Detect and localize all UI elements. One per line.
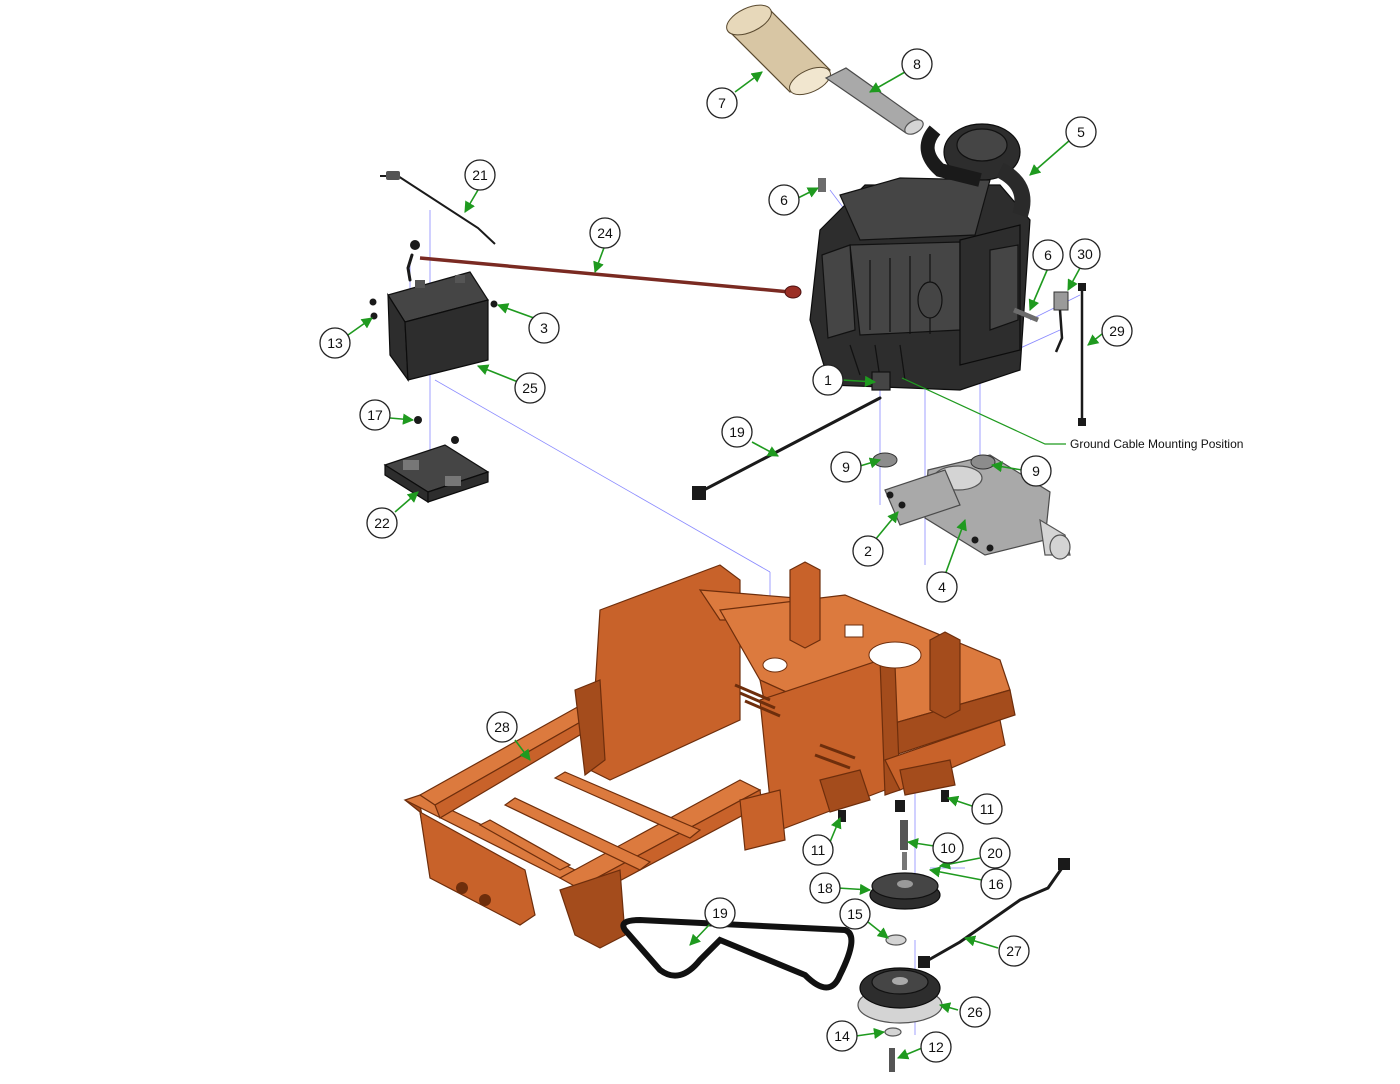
svg-text:3: 3	[540, 320, 548, 336]
svg-text:8: 8	[913, 56, 921, 72]
callout-24: 24	[589, 217, 621, 249]
svg-text:21: 21	[472, 167, 488, 183]
svg-text:13: 13	[327, 335, 343, 351]
callout-21: 21	[464, 159, 496, 191]
callout-19-lower: 19	[704, 897, 736, 929]
svg-text:1: 1	[824, 372, 832, 388]
ground-cable-note: Ground Cable Mounting Position	[901, 377, 1243, 451]
svg-text:12: 12	[928, 1039, 944, 1055]
callout-7: 7	[706, 87, 738, 119]
callout-17: 17	[359, 399, 391, 431]
callout-29: 29	[1101, 315, 1133, 347]
svg-text:9: 9	[842, 459, 850, 475]
svg-text:28: 28	[494, 719, 510, 735]
callout-30: 30	[1069, 238, 1101, 270]
callout-8: 8	[901, 48, 933, 80]
callout-4: 4	[926, 571, 958, 603]
svg-text:6: 6	[1044, 247, 1052, 263]
svg-text:26: 26	[967, 1004, 983, 1020]
svg-text:6: 6	[780, 192, 788, 208]
svg-text:19: 19	[729, 424, 745, 440]
svg-text:11: 11	[980, 801, 995, 817]
callout-18: 18	[809, 872, 841, 904]
callout-6-lower: 6	[1032, 239, 1064, 271]
callout-11-left: 11	[802, 834, 834, 866]
drive-belt	[620, 916, 855, 991]
battery-positive-cable	[419, 256, 802, 299]
callout-9-right: 9	[1020, 455, 1052, 487]
svg-text:20: 20	[987, 845, 1003, 861]
svg-text:9: 9	[1032, 463, 1040, 479]
svg-text:7: 7	[718, 95, 726, 111]
callout-25: 25	[514, 372, 546, 404]
svg-text:15: 15	[847, 906, 863, 922]
callout-bubbles: 1 2 3 4 5 6 6 7 8 9 9 10 11 11 12 13 14 …	[319, 48, 1133, 1063]
svg-text:22: 22	[374, 515, 390, 531]
callout-13: 13	[319, 327, 351, 359]
callout-16: 16	[980, 868, 1012, 900]
callout-1: 1	[812, 364, 844, 396]
svg-text:2: 2	[864, 543, 872, 559]
svg-text:4: 4	[938, 579, 946, 595]
callout-28: 28	[486, 711, 518, 743]
wiring-harnesses	[692, 283, 1086, 968]
callout-2: 2	[852, 535, 884, 567]
callout-20: 20	[979, 837, 1011, 869]
svg-text:5: 5	[1077, 124, 1085, 140]
svg-text:19: 19	[712, 905, 728, 921]
callout-26: 26	[959, 996, 991, 1028]
callout-27: 27	[998, 935, 1030, 967]
callout-5: 5	[1065, 116, 1097, 148]
svg-text:17: 17	[367, 407, 383, 423]
callout-14: 14	[826, 1020, 858, 1052]
callout-11-right: 11	[971, 793, 1003, 825]
callout-3: 3	[528, 312, 560, 344]
callout-6-upper: 6	[768, 184, 800, 216]
exhaust-pipe-set	[726, 4, 924, 135]
svg-text:14: 14	[834, 1028, 850, 1044]
engine-assembly	[809, 123, 1039, 391]
svg-text:10: 10	[940, 840, 956, 856]
svg-text:24: 24	[597, 225, 613, 241]
ground-cable-mounting-label: Ground Cable Mounting Position	[1070, 437, 1243, 451]
svg-text:11: 11	[811, 842, 826, 858]
callout-19-upper: 19	[721, 416, 753, 448]
pto-shaft-assembly	[872, 452, 1071, 560]
battery-assembly	[369, 171, 498, 504]
svg-text:30: 30	[1077, 246, 1093, 262]
callout-12: 12	[920, 1031, 952, 1063]
callout-9-left: 9	[830, 451, 862, 483]
callout-22: 22	[366, 507, 398, 539]
callout-10: 10	[932, 832, 964, 864]
mower-frame-chassis	[403, 561, 1016, 949]
svg-text:29: 29	[1109, 323, 1125, 339]
svg-text:25: 25	[522, 380, 538, 396]
clutch-pulley-stack	[838, 790, 949, 1072]
callout-15: 15	[839, 898, 871, 930]
svg-text:27: 27	[1006, 943, 1022, 959]
svg-text:16: 16	[988, 876, 1004, 892]
callout-leaders	[347, 71, 1103, 1060]
svg-text:18: 18	[817, 880, 833, 896]
